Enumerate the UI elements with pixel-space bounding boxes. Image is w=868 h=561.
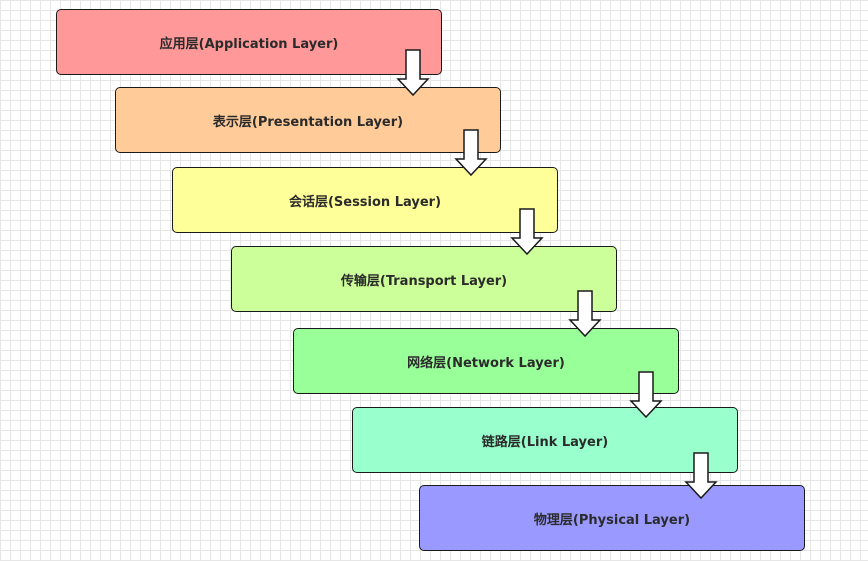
down-arrow-icon [568,290,602,338]
layer-application: 应用层(Application Layer) [56,9,442,75]
down-arrow-icon [510,208,544,256]
layer-network: 网络层(Network Layer) [293,328,679,394]
layer-label: 物理层(Physical Layer) [533,512,691,528]
layer-label: 应用层(Application Layer) [159,36,339,52]
down-arrow-icon [454,129,488,177]
layer-transport: 传输层(Transport Layer) [231,246,617,312]
layer-label: 传输层(Transport Layer) [340,273,508,289]
down-arrow-icon [629,371,663,419]
layer-label: 表示层(Presentation Layer) [212,114,404,130]
layer-label: 会话层(Session Layer) [288,194,442,210]
layer-label: 网络层(Network Layer) [407,355,565,371]
layer-physical: 物理层(Physical Layer) [419,485,805,551]
down-arrow-icon [684,452,718,500]
layer-session: 会话层(Session Layer) [172,167,558,233]
layer-link: 链路层(Link Layer) [352,407,738,473]
layer-label: 链路层(Link Layer) [481,434,609,450]
layer-presentation: 表示层(Presentation Layer) [115,87,501,153]
down-arrow-icon [396,49,430,97]
